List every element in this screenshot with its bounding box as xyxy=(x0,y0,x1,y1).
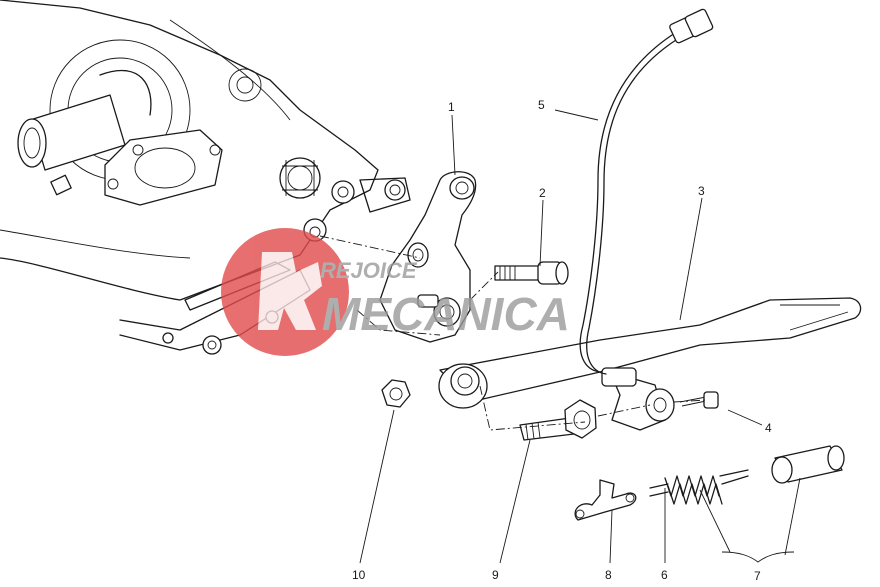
spring-clip xyxy=(574,479,637,521)
callout-1: 1 xyxy=(448,100,455,114)
callout-4: 4 xyxy=(765,421,772,435)
leader-lines xyxy=(359,109,801,564)
watermark: REJOICE MECANICA xyxy=(221,228,570,356)
callout-2: 2 xyxy=(539,186,546,200)
callout-10: 10 xyxy=(352,568,366,582)
callout-6: 6 xyxy=(661,568,668,582)
callout-5: 5 xyxy=(538,98,545,112)
callout-7: 7 xyxy=(754,569,761,583)
watermark-line2: MECANICA xyxy=(322,288,570,340)
side-stand-bracket xyxy=(379,171,477,343)
nut xyxy=(381,379,411,408)
pivot-bolt xyxy=(519,399,597,441)
bracket-bolt xyxy=(494,261,569,285)
assembly-axes xyxy=(319,235,707,431)
sensor-assembly xyxy=(601,367,675,431)
side-stand xyxy=(438,297,862,409)
engine-case xyxy=(0,0,411,355)
callout-8: 8 xyxy=(605,568,612,582)
spring-sleeve xyxy=(771,445,845,484)
callout-3: 3 xyxy=(698,184,705,198)
sensor-cable xyxy=(579,8,714,375)
callout-labels: 1 2 3 4 5 6 7 8 9 10 xyxy=(352,98,772,583)
callout-9: 9 xyxy=(492,568,499,582)
watermark-line1: REJOICE xyxy=(320,258,418,283)
